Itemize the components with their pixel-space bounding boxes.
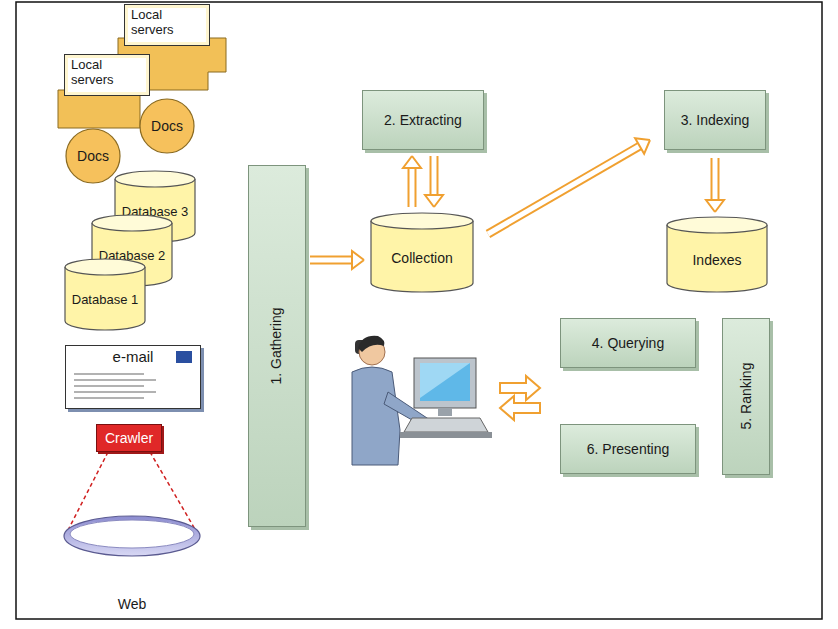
- node-label: Crawler: [105, 430, 153, 446]
- server-box: Local servers: [64, 54, 150, 96]
- process-box: 2. Extracting: [362, 90, 484, 150]
- node-label: Docs: [77, 148, 109, 164]
- node-label: 6. Presenting: [587, 441, 670, 457]
- node-label: 1. Gathering: [269, 307, 285, 384]
- node-label: 2. Extracting: [384, 112, 462, 128]
- node-label: 5. Ranking: [738, 363, 754, 430]
- flow-arrow: [706, 158, 724, 212]
- user-illustration: [352, 336, 492, 465]
- flow-arrow: [310, 251, 364, 269]
- process-band: 1. Gathering: [248, 165, 306, 527]
- node-label: Local servers: [71, 58, 143, 88]
- flow-arrow: [403, 156, 421, 207]
- store-cylinder: Collection: [370, 212, 474, 292]
- node-label: e-mail: [113, 348, 154, 365]
- interaction-arrows: [500, 376, 540, 420]
- process-box: 6. Presenting: [560, 424, 696, 474]
- document-circle: Docs: [65, 128, 121, 184]
- process-band: 5. Ranking: [722, 318, 770, 475]
- database-cylinder: Database 1: [64, 258, 146, 330]
- store-cylinder: Indexes: [666, 216, 768, 292]
- crawler-box: Crawler: [96, 424, 162, 452]
- node-label: Docs: [151, 118, 183, 134]
- frame: [16, 2, 822, 619]
- web-ellipse: Web: [62, 512, 202, 612]
- node-label: 3. Indexing: [681, 112, 750, 128]
- node-label: Web: [118, 596, 147, 612]
- server-box: Local servers: [124, 4, 210, 46]
- flow-arrow: [488, 138, 650, 234]
- node-label: Database 1: [72, 293, 139, 308]
- node-label: 4. Querying: [592, 335, 664, 351]
- email-box: e-mail: [65, 345, 201, 409]
- node-label: Collection: [391, 250, 452, 266]
- node-label: Indexes: [692, 252, 741, 268]
- process-box: 3. Indexing: [664, 90, 766, 150]
- document-circle: Docs: [139, 98, 195, 154]
- flow-arrow: [425, 156, 443, 207]
- process-box: 4. Querying: [560, 318, 696, 368]
- node-label: Local servers: [131, 8, 203, 38]
